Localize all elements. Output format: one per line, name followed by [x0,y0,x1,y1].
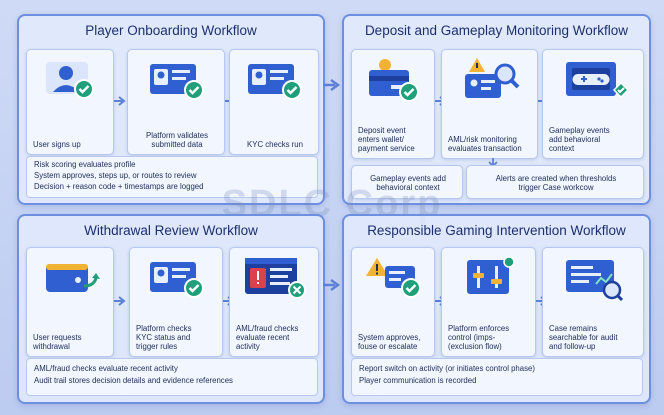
id-card-check-icon [230,56,318,104]
step-label: User signs up [33,140,81,149]
step-label: System approves, fouse or escalate [358,333,421,351]
flow-arrow-icon [114,96,126,106]
id-card-check-icon [130,254,222,302]
step-label: User requests withdrawal [33,333,82,351]
step-label: Case remains searchable for audit and fo… [549,324,618,351]
alerts-card: Alerts are created when thresholds trigg… [466,165,644,199]
step-card-signup: User signs up [26,49,114,155]
step-card-approve-escalate: System approves, fouse or escalate [351,247,435,357]
panel-withdrawal-review: Withdrawal Review Workflow User requests… [17,214,325,404]
step-label: Gameplay events add behavioral context [549,126,610,153]
panel-player-onboarding: Player Onboarding Workflow User signs up [17,14,325,205]
step-label: Platform validates submitted data [146,131,208,149]
step-label: Platform checks KYC status and trigger r… [136,324,192,351]
user-check-icon [27,56,113,104]
panel-title: Player Onboarding Workflow [85,23,257,38]
step-card-deposit: Deposit event enters wallet/ payment ser… [351,49,435,159]
notes-box: Report switch on activity (or initiates … [351,358,643,396]
connector-arrow-icon [323,79,341,91]
control-panel-icon [442,254,535,302]
step-label: AML/fraud checks evaluate recent activit… [236,324,299,351]
note-line: Player communication is recorded [359,376,477,385]
step-card-request: User requests withdrawal [26,247,114,357]
card-text: Alerts are created when thresholds trigg… [495,174,617,192]
dashboard-alert-icon [230,254,318,302]
step-card-aml-monitoring: AML/risk monitoring evaluates transactio… [441,49,538,159]
step-card-validate: Platform validates submitted data [127,49,225,155]
gamepad-check-icon [543,56,643,104]
panel-title: Deposit and Gameplay Monitoring Workflow [364,23,629,38]
note-line: System approves, steps up, or routes to … [34,171,197,180]
card-text: Gameplay events add behavioral context [370,174,446,192]
flow-arrow-icon [114,296,126,306]
alert-magnifier-icon [442,56,537,104]
note-line: Report switch on activity (or initiates … [359,364,535,373]
note-line: Decision + reason code + timestamps are … [34,182,204,191]
connector-arrow-icon [323,279,341,291]
notes-box: Risk scoring evaluates profile System ap… [26,156,318,198]
step-card-kyc: KYC checks run [229,49,319,155]
panel-title: Responsible Gaming Intervention Workflow [367,223,626,238]
step-card-enforce-control: Platform enforces control (imps- (exclus… [441,247,536,357]
step-card-case-search: Case remains searchable for audit and fo… [542,247,644,357]
note-line: AML/fraud checks evaluate recent activit… [34,364,178,373]
step-label: Deposit event enters wallet/ payment ser… [358,126,415,153]
note-line: Audit trail stores decision details and … [34,376,233,385]
id-card-check-icon [128,56,224,104]
warning-card-icon [352,254,434,302]
case-search-icon [543,254,643,302]
notes-box: AML/fraud checks evaluate recent activit… [26,358,318,396]
panel-deposit-gameplay: Deposit and Gameplay Monitoring Workflow… [342,14,651,205]
step-label: KYC checks run [247,140,303,149]
wallet-check-icon [352,56,434,104]
step-label: Platform enforces control (imps- (exclus… [448,324,510,351]
wallet-upload-icon [27,254,113,302]
step-card-aml-fraud: AML/fraud checks evaluate recent activit… [229,247,319,357]
step-card-kyc-status: Platform checks KYC status and trigger r… [129,247,223,357]
step-card-gameplay: Gameplay events add behavioral context [542,49,644,159]
step-label: AML/risk monitoring evaluates transactio… [448,135,522,153]
context-card: Gameplay events add behavioral context [351,165,463,199]
panel-responsible-gaming: Responsible Gaming Intervention Workflow… [342,214,651,404]
panel-title: Withdrawal Review Workflow [84,223,258,238]
note-line: Risk scoring evaluates profile [34,160,136,169]
